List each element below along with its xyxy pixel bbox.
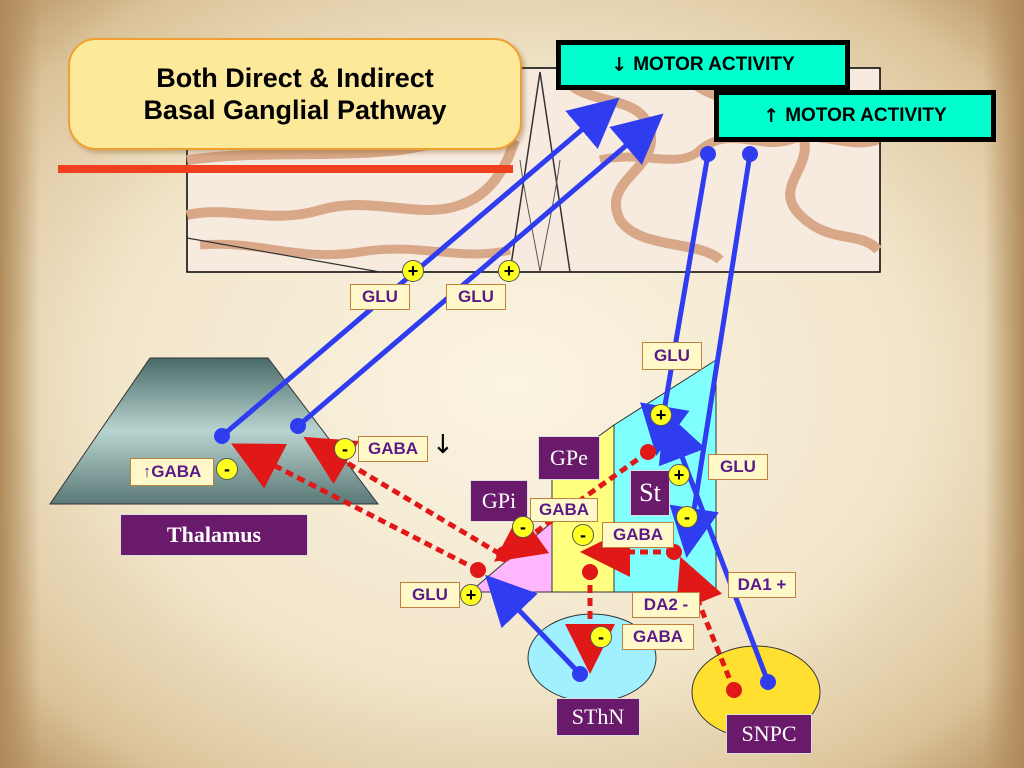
title-underline — [58, 165, 513, 173]
striatum-gpi-pathway — [493, 449, 650, 562]
gpi-label: GPi — [470, 480, 528, 522]
glu-label-sthn-gpi: GLU — [400, 582, 460, 608]
inhibitory-pathways — [231, 436, 742, 698]
da1-label: DA1 + — [728, 572, 796, 598]
thalamus-shape — [49, 357, 380, 505]
sthn-label: SThN — [556, 698, 640, 736]
down-arrow-icon: ↓ — [611, 54, 628, 76]
da2-label: DA2 - — [632, 592, 700, 618]
cortex-striatum-pathway-2 — [669, 153, 753, 558]
glu-label-striatum: GLU — [642, 342, 702, 370]
gpe-label: GPe — [538, 436, 600, 480]
glu-label-snpc: GLU — [708, 454, 768, 480]
gaba-label-gpe: GABA — [602, 522, 674, 548]
sign-gpi: - — [512, 516, 534, 538]
motor-activity-decrease-label: MOTOR ACTIVITY — [633, 54, 795, 75]
st-label: St — [630, 470, 670, 516]
gaba-label-thalamus: ↑GABA — [130, 458, 214, 486]
glu-label-cortex-1: GLU — [350, 284, 410, 310]
title-line-1: Both Direct & Indirect — [156, 63, 434, 93]
motor-activity-increase-box: ↑ MOTOR ACTIVITY — [714, 90, 996, 142]
title-line-2: Basal Ganglial Pathway — [143, 95, 447, 125]
gaba-label-gpi: GABA — [530, 498, 598, 522]
snpc-striatum-pathway — [658, 410, 771, 683]
thalamus-cortex-pathway-2 — [296, 113, 664, 428]
sign-gpe: - — [572, 524, 594, 546]
parchment-edge-left — [0, 0, 40, 768]
excitatory-pathways — [214, 97, 776, 690]
sign-striatum-top: + — [650, 404, 672, 426]
snpc-label: SNPC — [726, 714, 812, 754]
thalamus-label: Thalamus — [120, 514, 308, 556]
motor-activity-decrease-box: ↓ MOTOR ACTIVITY — [556, 40, 850, 90]
snpc-striatum-inhibitory — [675, 556, 737, 691]
sign-striatum-da: - — [676, 506, 698, 528]
gaba-label-gpe-thalamus: GABA — [358, 436, 428, 462]
motor-activity-increase-label: MOTOR ACTIVITY — [785, 105, 947, 126]
sign-sthn-gpi: + — [460, 584, 482, 606]
sign-striatum-mid: + — [668, 464, 690, 486]
gpi-thalamus-pathway-2 — [303, 436, 502, 557]
title-callout: Both Direct & Indirect Basal Ganglial Pa… — [68, 38, 522, 150]
glu-label-cortex-2: GLU — [446, 284, 506, 310]
sign-cortex-1: + — [402, 260, 424, 282]
gaba-label-sthn: GABA — [622, 624, 694, 650]
down-arrow-icon: ↓ — [432, 430, 454, 460]
sign-gpe-thalamus: - — [334, 438, 356, 460]
cortex-striatum-pathway-1 — [640, 153, 711, 456]
sign-sthn: - — [590, 626, 612, 648]
sign-thalamus: - — [216, 458, 238, 480]
sign-cortex-2: + — [498, 260, 520, 282]
gpi-thalamus-pathway — [231, 443, 480, 573]
up-arrow-icon: ↑ — [763, 105, 780, 127]
